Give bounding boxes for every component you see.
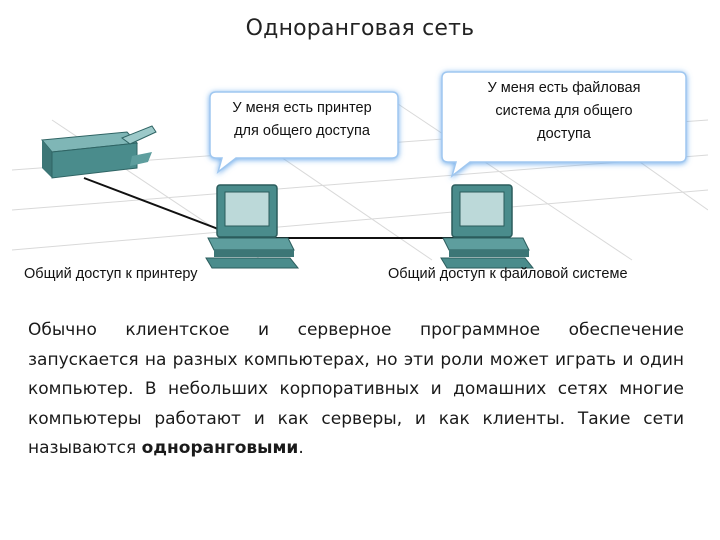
computer-icon <box>440 184 535 269</box>
body-paragraph: Обычно клиентское и серверное программно… <box>28 316 684 464</box>
bubble-files-line: система для общего <box>495 103 633 119</box>
peer-network-diagram: У меня есть принтер для общего доступа У… <box>12 60 708 296</box>
page-title: Одноранговая сеть <box>245 16 475 41</box>
speech-bubble-files <box>441 71 687 179</box>
bubble-files-text: У меня есть файловая система для общего … <box>446 77 682 146</box>
body-text-end: . <box>298 438 304 458</box>
bubble-printer-text: У меня есть принтер для общего доступа <box>209 97 395 143</box>
bubble-printer-line: для общего доступа <box>234 123 370 139</box>
caption-printer-sharing: Общий доступ к принтеру <box>24 266 198 282</box>
body-text-part: Обычно клиентское и серверное программно… <box>28 320 684 458</box>
caption-file-sharing: Общий доступ к файловой системе <box>388 266 628 282</box>
speech-bubble-printer <box>209 91 399 175</box>
bubble-files-line: У меня есть файловая <box>487 80 641 96</box>
bubble-files-line: доступа <box>537 126 591 142</box>
computer-icon <box>205 184 300 269</box>
diagram-graphic <box>12 71 708 269</box>
printer-icon <box>41 125 157 179</box>
bubble-printer-line: У меня есть принтер <box>232 100 372 116</box>
body-text-bold-term: одноранговыми <box>141 438 299 458</box>
